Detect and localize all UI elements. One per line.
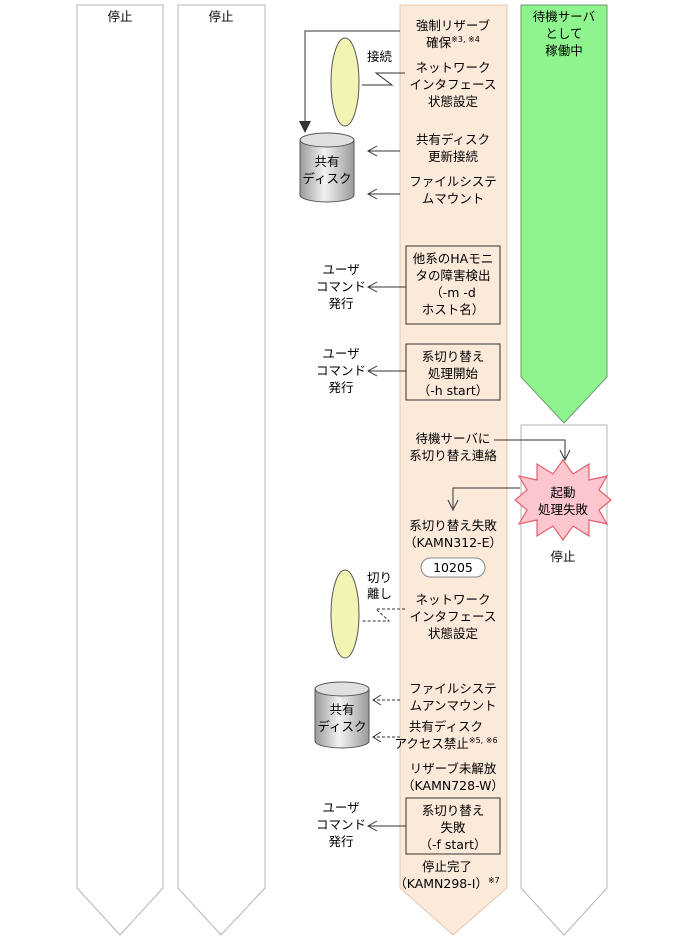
fs-unmount-line-1: ファイルシステ	[409, 681, 497, 696]
disk-forbid-note: ※5, ※6	[469, 736, 498, 745]
user-cmd-2-line-1: ユーザ	[322, 346, 359, 361]
fail-return-connector	[452, 487, 520, 508]
switch-fail-cmd-box	[405, 797, 501, 855]
shared-disk-top-line-2: ディスク	[302, 171, 351, 186]
fs-mount-line-2: ムマウント	[422, 191, 485, 206]
fs-unmount-arrowhead	[372, 694, 382, 706]
ha-detect-line-4: ホスト名）	[422, 302, 485, 317]
lane-1-status: 停止	[107, 9, 132, 24]
shared-disk-top	[299, 132, 355, 203]
stop-complete-text: （KAMN298-I）	[394, 876, 488, 891]
network-if-2-line-3: 状態設定	[428, 626, 478, 641]
lane-1-arrow	[76, 4, 164, 936]
reserve-arrowhead	[299, 121, 311, 133]
standby-status-line-2: として	[545, 26, 582, 41]
notify-standby-line-1: 待機サーバに	[416, 431, 491, 446]
standby-status-line-1: 待機サーバ	[533, 9, 595, 24]
notify-standby-line-2: 系切り替え連絡	[409, 448, 497, 463]
error-code: 10205	[433, 560, 473, 575]
switch-fail-cmd-line-3: （-f start）	[420, 837, 487, 852]
standby-active-arrow	[520, 4, 608, 424]
user-cmd-1-line-2: コマンド	[316, 279, 366, 294]
network-if-1-line-2: インタフェース	[410, 77, 497, 92]
lane-2-arrow	[177, 4, 266, 936]
disk-forbid-line-2: アクセス禁止※5, ※6	[394, 736, 497, 751]
reserve-to-disk-connector	[304, 30, 400, 128]
switch-fail-cmd-line-1: 系切り替え	[422, 803, 485, 818]
network-if-2-line-1: ネットワーク	[415, 592, 490, 607]
fs-mount-arrowhead	[366, 188, 378, 200]
ha-monitor-detect-box	[405, 245, 501, 325]
fs-unmount-line-2: ムアンマウント	[409, 698, 496, 713]
user-cmd-3-line-3: 発行	[328, 834, 353, 849]
shared-disk-bottom-line-1: 共有	[329, 702, 354, 717]
disk-forbid-text: アクセス禁止	[394, 736, 468, 751]
user-cmd-1-arrowhead	[366, 281, 378, 293]
user-cmd-2-arrowhead	[366, 365, 378, 377]
shared-disk-update-line-1: 共有ディスク	[416, 132, 490, 147]
network-ellipse-bottom	[330, 569, 360, 659]
shared-disk-top-line-1: 共有	[314, 154, 339, 169]
disconnect-zigzag	[362, 608, 405, 622]
reserve-unreleased-line-2: （KAMN728-W）	[402, 778, 504, 793]
notify-connector	[494, 439, 566, 458]
stop-complete-note: ※7	[488, 876, 500, 885]
switch-start-line-2: 処理開始	[428, 366, 479, 381]
network-if-1-line-1: ネットワーク	[415, 60, 490, 75]
force-reserve-line-1: 強制リザーブ	[416, 18, 491, 33]
user-cmd-2-line-2: コマンド	[316, 363, 366, 378]
user-cmd-2-line-3: 発行	[328, 380, 353, 395]
error-code-pill	[420, 557, 486, 578]
disk-forbid-arrowhead	[372, 731, 382, 743]
force-reserve-text: 確保	[426, 35, 452, 50]
startup-fail-line-2: 処理失敗	[538, 502, 589, 517]
disconnect-line-2: 離し	[367, 586, 392, 601]
ha-detect-line-1: 他系のHAモニ	[413, 251, 493, 266]
network-if-2-line-2: インタフェース	[410, 609, 497, 624]
connect-zigzag	[362, 72, 405, 86]
lane-2-status: 停止	[208, 9, 233, 24]
ha-detect-line-2: タの障害検出	[415, 268, 490, 283]
standby-stopped-arrow	[520, 424, 608, 936]
disk-update-arrowhead	[366, 145, 378, 157]
shared-disk-bottom	[314, 681, 370, 749]
ha-detect-line-3: （-m -d	[430, 285, 476, 300]
user-cmd-3-line-1: ユーザ	[322, 800, 359, 815]
shared-disk-update-line-2: 更新接続	[428, 149, 479, 164]
switch-start-line-1: 系切り替え	[422, 349, 485, 364]
standby-stopped-label: 停止	[550, 549, 575, 564]
force-reserve-line-2: 確保※3, ※4	[426, 35, 480, 50]
startup-fail-burst	[514, 458, 612, 542]
switch-start-line-3: （-h start）	[418, 383, 489, 398]
disconnect-line-1: 切り	[367, 570, 392, 585]
network-if-1-line-3: 状態設定	[428, 94, 478, 109]
user-cmd-1-line-3: 発行	[328, 296, 353, 311]
user-cmd-3-arrowhead	[366, 820, 378, 832]
startup-fail-line-1: 起動	[550, 485, 575, 500]
switch-fail-line-2: （KAMN312-E）	[404, 535, 502, 550]
fs-mount-line-1: ファイルシステ	[409, 174, 497, 189]
connect-label: 接続	[367, 49, 393, 64]
force-reserve-note: ※3, ※4	[451, 35, 480, 44]
user-cmd-1-line-1: ユーザ	[322, 262, 359, 277]
active-lane-arrow	[399, 4, 508, 936]
switch-start-box	[405, 343, 501, 401]
standby-status-line-3: 稼働中	[545, 43, 583, 58]
disk-forbid-line-1: 共有ディスク	[409, 719, 483, 734]
stop-complete-line-1: 停止完了	[422, 859, 472, 874]
reserve-unreleased-line-1: リザーブ未解放	[410, 761, 497, 776]
notify-arrowhead	[559, 449, 571, 462]
switch-fail-cmd-line-2: 失敗	[440, 820, 466, 835]
stop-complete-line-2: （KAMN298-I）※7	[394, 876, 500, 891]
network-ellipse-top	[330, 37, 360, 127]
shared-disk-bottom-line-2: ディスク	[317, 719, 366, 734]
switch-fail-line-1: 系切り替え失敗	[409, 518, 497, 533]
user-cmd-3-line-2: コマンド	[316, 817, 366, 832]
fail-return-arrowhead	[447, 499, 459, 512]
